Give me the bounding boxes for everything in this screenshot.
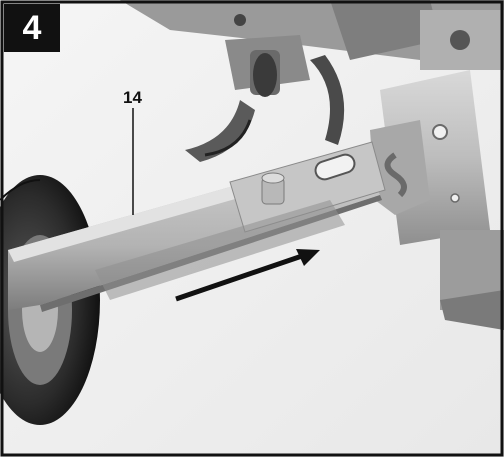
arrow-right-up-icon — [175, 249, 320, 302]
part-callout-label: 14 — [123, 88, 142, 107]
step-number-badge: 4 — [4, 4, 60, 52]
